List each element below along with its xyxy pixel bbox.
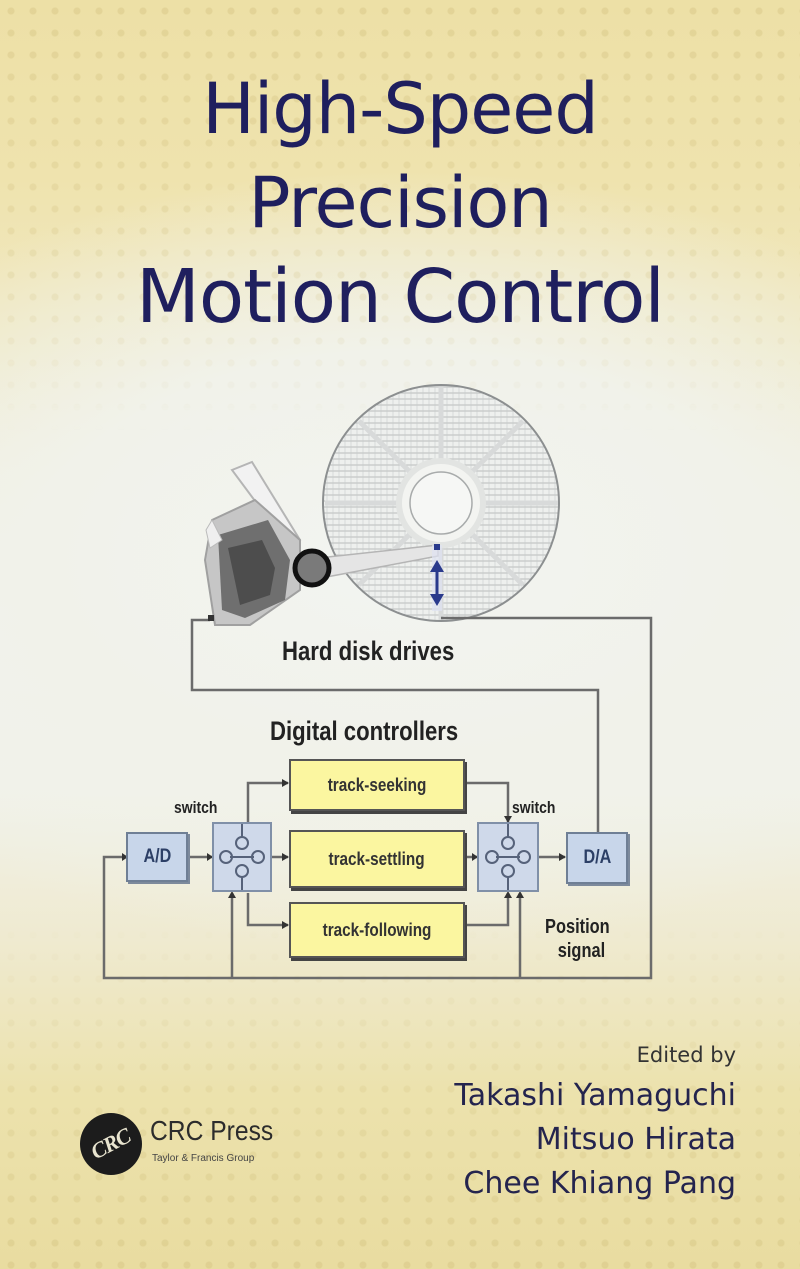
hard-disk-drives-label: Hard disk drives bbox=[282, 636, 455, 666]
head-movement-arrow-icon bbox=[430, 544, 444, 611]
da-converter-block: D/A bbox=[566, 832, 628, 884]
switch-left-icon bbox=[219, 824, 265, 890]
ad-converter-label: A/D bbox=[143, 846, 171, 867]
position-signal-line-1: Position bbox=[545, 916, 610, 938]
track-following-controller: track-following bbox=[289, 902, 465, 958]
title-line-1: High-Speed bbox=[202, 68, 599, 150]
switch-right-block bbox=[477, 822, 539, 892]
publisher-group: Taylor & Francis Group bbox=[152, 1153, 255, 1164]
ad-converter-block: A/D bbox=[126, 832, 188, 882]
switch-left-label: switch bbox=[174, 798, 218, 817]
editors-block: Edited by Takashi Yamaguchi Mitsuo Hirat… bbox=[454, 1040, 736, 1206]
title-line-2: Precision bbox=[248, 162, 552, 244]
edited-by-label: Edited by bbox=[636, 1043, 736, 1067]
editor-name: Chee Khiang Pang bbox=[463, 1166, 736, 1201]
actuator-arm-icon bbox=[203, 460, 439, 626]
publisher-logo: CRC CRC Press Taylor & Francis Group bbox=[80, 1113, 320, 1177]
digital-controllers-label: Digital controllers bbox=[270, 716, 459, 746]
track-seeking-label: track-seeking bbox=[327, 774, 427, 795]
editor-name: Mitsuo Hirata bbox=[535, 1122, 736, 1157]
position-signal-line-2: signal bbox=[557, 940, 606, 962]
switch-left-block bbox=[212, 822, 272, 892]
track-following-label: track-following bbox=[322, 919, 432, 940]
book-title: High-Speed Precision Motion Control bbox=[0, 62, 800, 344]
track-seeking-controller: track-seeking bbox=[289, 759, 465, 811]
switch-right-icon bbox=[485, 824, 531, 890]
crc-logo-icon: CRC bbox=[80, 1113, 142, 1175]
position-signal-label: Position signal bbox=[545, 915, 610, 963]
editor-name: Takashi Yamaguchi bbox=[454, 1078, 736, 1113]
publisher-name: CRC Press bbox=[150, 1115, 274, 1146]
da-converter-label: D/A bbox=[583, 847, 611, 868]
switch-right-label: switch bbox=[512, 798, 556, 817]
title-line-3: Motion Control bbox=[136, 254, 665, 340]
track-settling-controller: track-settling bbox=[289, 830, 465, 888]
track-settling-label: track-settling bbox=[328, 848, 426, 869]
signal-lines bbox=[102, 616, 653, 980]
